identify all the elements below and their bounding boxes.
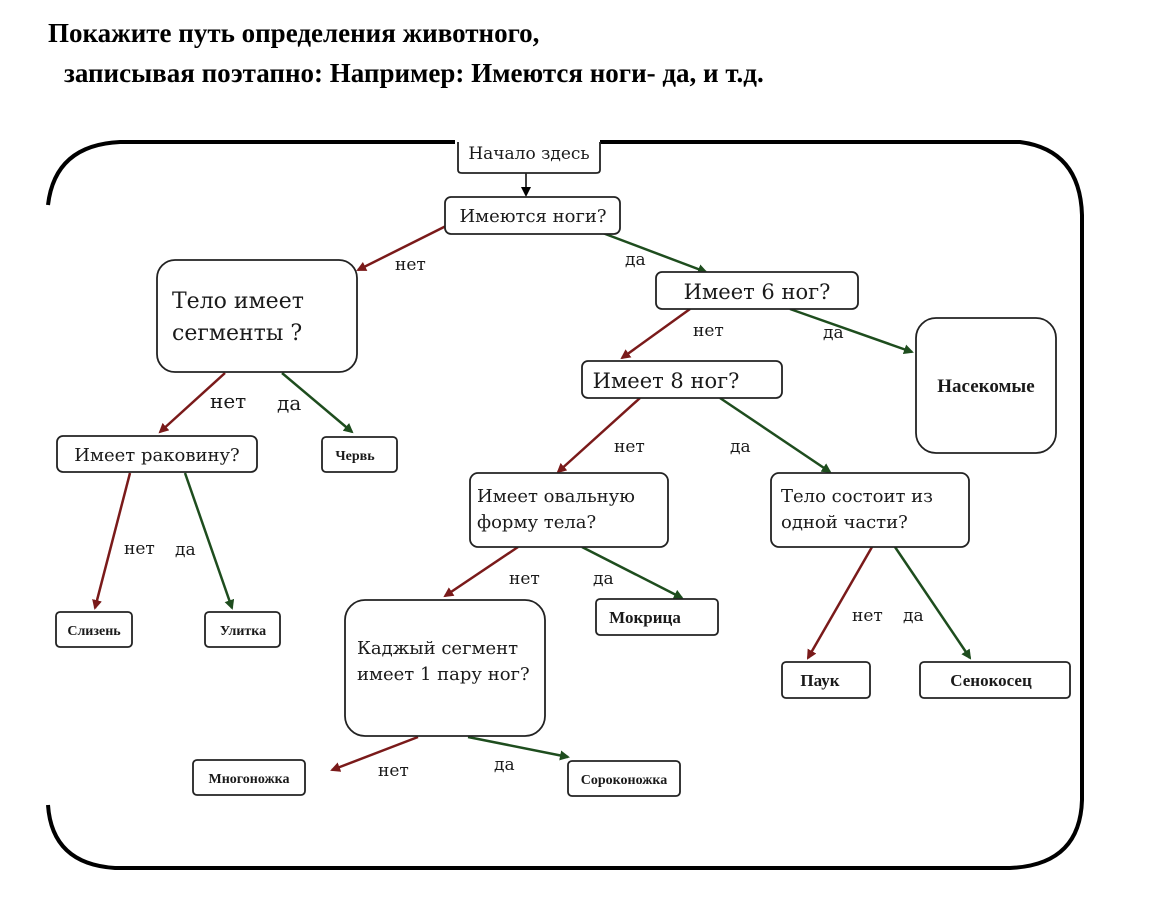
arrow-has-legs-no [356, 223, 449, 272]
arrow-eight-legs-no [556, 397, 641, 474]
label-segments-no: нет [210, 389, 246, 413]
node-slug-text: Слизень [67, 624, 121, 639]
label-segment-pair-yes: да [494, 755, 515, 775]
node-harvestman-text: Сенокосец [950, 671, 1032, 690]
label-has-legs-yes: да [625, 250, 646, 270]
label-eight-legs-yes: да [730, 437, 751, 457]
label-oval-no: нет [509, 569, 540, 589]
node-spider-text: Паук [800, 671, 839, 690]
arrow-oval-no [443, 545, 519, 598]
node-one-part-line-2: одной части? [781, 512, 908, 533]
node-snail: Улитка [204, 611, 281, 648]
node-oval-body-line-1: Имеет овальную [477, 486, 635, 507]
arrow-eight-legs-yes [719, 396, 832, 474]
node-has-legs-text: Имеются ноги? [459, 206, 606, 227]
label-shell-yes: да [175, 540, 196, 560]
node-has-segments-line-1: Тело имеет [172, 289, 304, 314]
arrow-one-part-yes [893, 546, 972, 660]
node-snail-text: Улитка [220, 624, 266, 639]
node-oval-body-line-2: форму тела? [477, 512, 596, 533]
diagram-frame [46, 140, 1084, 870]
arrow-segments-no [158, 372, 226, 434]
node-has-legs: Имеются ноги? [444, 196, 621, 235]
node-woodlouse-text: Мокрица [609, 608, 681, 627]
label-segment-pair-no: нет [378, 761, 409, 781]
node-spider: Паук [781, 661, 871, 699]
edge-labels: нет да нет да нет да нет да нет да нет д… [124, 250, 924, 781]
label-segments-yes: да [277, 391, 301, 415]
node-segment-pair-line-2: имеет 1 пару ног? [357, 664, 530, 685]
node-centipede-text: Сороконожка [581, 773, 668, 788]
node-one-part: Тело состоит из одной части? [770, 472, 970, 548]
node-segment-pair: Каджый сегмент имеет 1 пару ног? [344, 599, 546, 737]
node-millipede-text: Многоножка [208, 772, 289, 787]
node-segment-pair-line-1: Каджый сегмент [357, 638, 518, 659]
label-has-legs-no: нет [395, 255, 426, 275]
arrow-six-legs-yes [789, 307, 914, 355]
node-six-legs: Имеет 6 ног? [655, 271, 859, 310]
label-oval-yes: да [593, 569, 614, 589]
node-slug: Слизень [55, 611, 133, 648]
arrow-six-legs-no [620, 307, 691, 360]
node-has-shell-text: Имеет раковину? [74, 445, 239, 466]
edges [92, 170, 972, 772]
task-title-line-1: Покажите путь определения животного, [48, 18, 540, 48]
node-start-text: Начало здесь [468, 144, 589, 164]
node-eight-legs: Имеет 8 ног? [581, 360, 783, 399]
arrow-segment-pair-yes [467, 735, 570, 761]
node-worm: Червь [321, 436, 398, 473]
node-eight-legs-text: Имеет 8 ног? [593, 369, 740, 393]
node-has-segments-line-2: сегменты ? [172, 321, 302, 346]
node-oval-body: Имеет овальную форму тела? [469, 472, 669, 548]
arrow-shell-no [92, 472, 132, 610]
node-start: Начало здесь [457, 142, 601, 174]
node-centipede: Сороконожка [567, 760, 681, 797]
node-has-shell: Имеет раковину? [56, 435, 258, 473]
node-harvestman: Сенокосец [919, 661, 1071, 699]
arrow-segments-yes [281, 372, 354, 434]
label-eight-legs-no: нет [614, 437, 645, 457]
node-worm-text: Червь [335, 449, 375, 464]
node-has-segments: Тело имеет сегменты ? [156, 259, 358, 373]
label-shell-no: нет [124, 539, 155, 559]
label-one-part-yes: да [903, 606, 924, 626]
node-six-legs-text: Имеет 6 ног? [684, 280, 831, 304]
arrow-one-part-no [806, 546, 874, 660]
node-insects-text: Насекомые [937, 376, 1034, 397]
node-millipede: Многоножка [192, 759, 306, 796]
label-one-part-no: нет [852, 606, 883, 626]
node-one-part-line-1: Тело состоит из [781, 486, 933, 507]
arrow-oval-yes [581, 545, 684, 600]
label-six-legs-yes: да [823, 323, 844, 343]
arrow-has-legs-yes [599, 230, 708, 274]
task-title-line-2: записывая поэтапно: Например: Имеются но… [64, 58, 764, 88]
label-six-legs-no: нет [693, 321, 724, 341]
arrow-segment-pair-no [330, 735, 419, 772]
node-woodlouse: Мокрица [595, 598, 719, 636]
arrow-shell-yes [183, 472, 235, 610]
node-insects: Насекомые [915, 317, 1057, 454]
